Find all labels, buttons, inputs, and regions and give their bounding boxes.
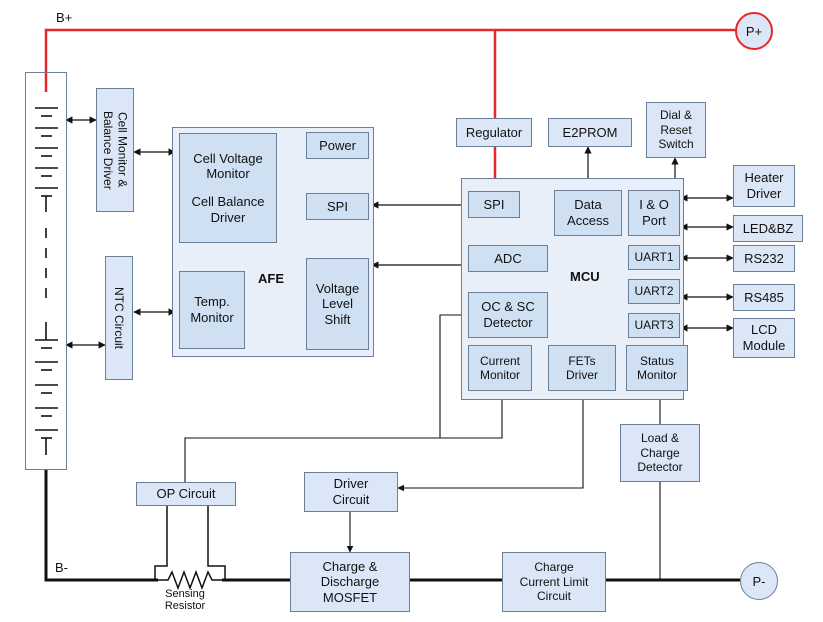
cell-voltage-monitor-label: Cell Voltage Monitor: [193, 150, 263, 182]
mcu-title: MCU: [570, 269, 600, 284]
cell-monitor-balance-driver: Cell Monitor & Balance Driver: [96, 88, 134, 212]
driver-circuit: Driver Circuit: [304, 472, 398, 512]
dial-reset-switch: Dial & Reset Switch: [646, 102, 706, 158]
p-plus-terminal: P+: [735, 12, 773, 50]
fets-driver: FETs Driver: [548, 345, 616, 391]
sensing-resistor-label: Sensing Resistor: [164, 588, 206, 612]
positive-rail: [44, 28, 735, 178]
led-bz: LED&BZ: [733, 215, 803, 242]
battery-pack: [25, 72, 67, 470]
charge-current-limit-circuit: Charge Current Limit Circuit: [502, 552, 606, 612]
rs232: RS232: [733, 245, 795, 272]
status-monitor: Status Monitor: [626, 345, 688, 391]
lcd-module: LCD Module: [733, 318, 795, 358]
load-charge-detector: Load & Charge Detector: [620, 424, 700, 482]
sensing-resistor-symbol: [154, 506, 226, 591]
ntc-circuit: NTC Circuit: [105, 256, 133, 380]
cell-balance-driver-label: Cell Balance Driver: [191, 194, 265, 225]
data-access: Data Access: [554, 190, 622, 236]
cell-voltage-monitor: Cell Voltage Monitor Cell Balance Driver: [179, 133, 277, 243]
afe-power: Power: [306, 132, 369, 159]
current-monitor: Current Monitor: [468, 345, 532, 391]
voltage-level-shift: Voltage Level Shift: [306, 258, 369, 350]
oc-sc-detector: OC & SC Detector: [468, 292, 548, 338]
signal-lines: [184, 311, 664, 580]
temp-monitor: Temp. Monitor: [179, 271, 245, 349]
adc: ADC: [468, 245, 548, 272]
b-minus-label: B-: [55, 560, 68, 575]
uart1: UART1: [628, 245, 680, 270]
battery-cells: [35, 107, 58, 455]
b-plus-label: B+: [56, 10, 73, 25]
heater-driver: Heater Driver: [733, 165, 795, 207]
e2prom: E2PROM: [548, 118, 632, 147]
regulator: Regulator: [456, 118, 532, 147]
afe-title: AFE: [258, 271, 284, 286]
io-port: I & O Port: [628, 190, 680, 236]
op-circuit: OP Circuit: [136, 482, 236, 506]
rs485: RS485: [733, 284, 795, 311]
charge-discharge-mosfet: Charge & Discharge MOSFET: [290, 552, 410, 612]
negative-rail: [44, 470, 740, 582]
uart3: UART3: [628, 313, 680, 338]
mcu-spi: SPI: [468, 191, 520, 218]
bidirectional-links: [65, 116, 734, 349]
p-minus-terminal: P-: [740, 562, 778, 600]
afe-spi: SPI: [306, 193, 369, 220]
uart2: UART2: [628, 279, 680, 304]
